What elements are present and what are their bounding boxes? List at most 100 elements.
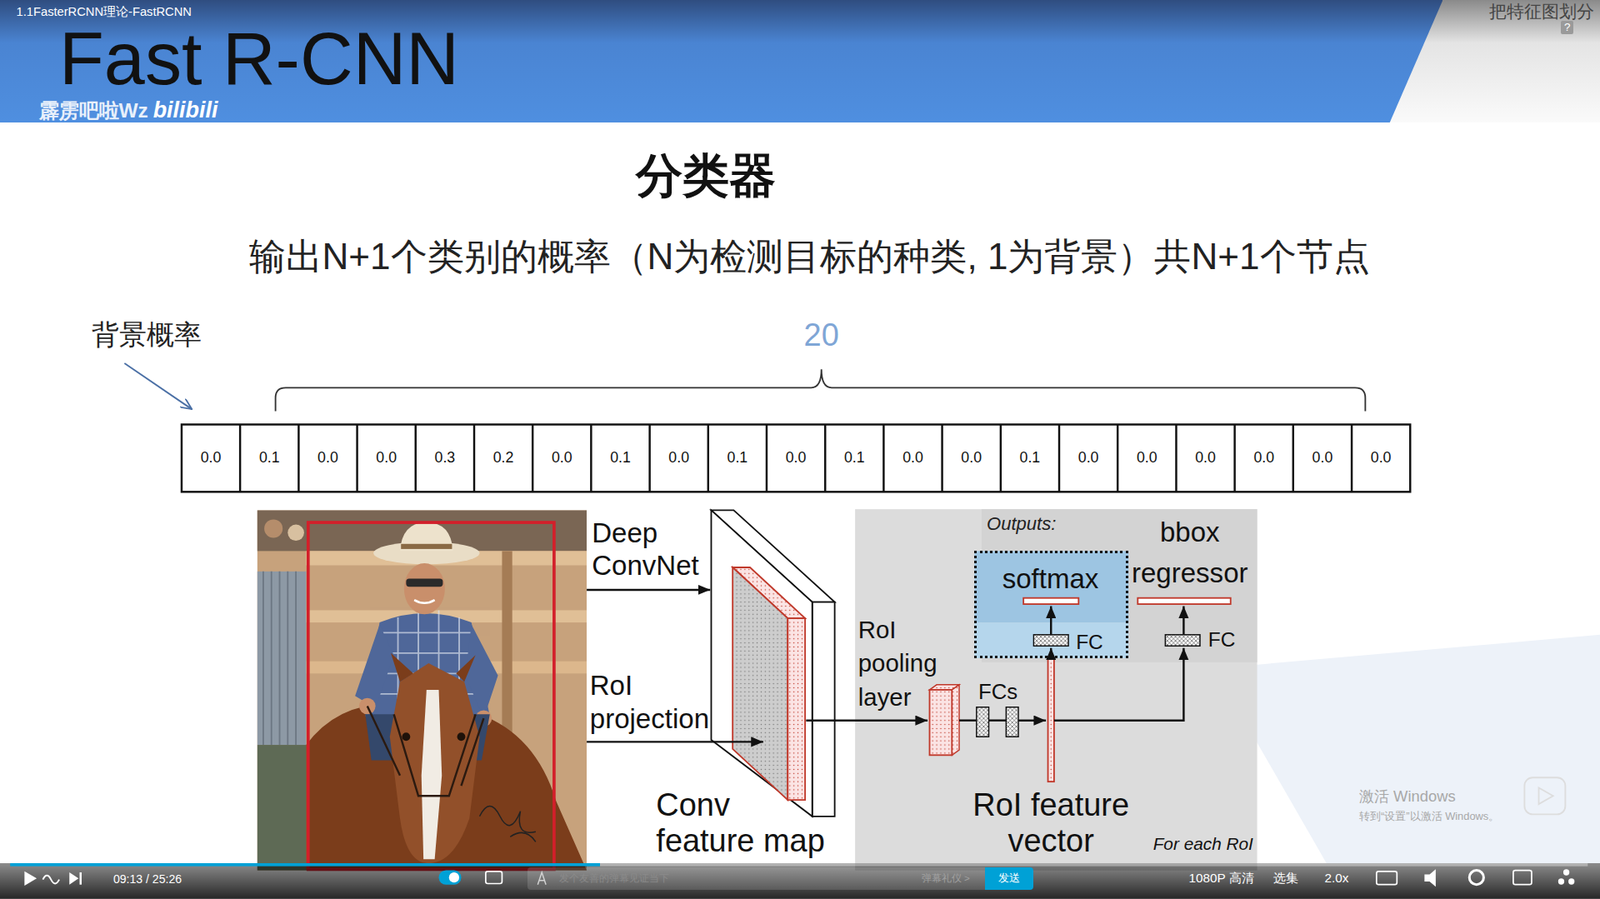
table-cell-value: 0.3: [435, 449, 456, 467]
flow-arrow: [1182, 605, 1185, 635]
output-box: softmaxFC: [974, 550, 1129, 659]
drawing-part: [263, 571, 296, 745]
flow-arrow: [1018, 719, 1046, 721]
table-cell-value: 0.0: [551, 449, 573, 467]
node-text: RoI feature vector: [967, 787, 1135, 859]
drawing-part: [390, 653, 414, 682]
more-icon: [1563, 869, 1570, 875]
more-icon: [1558, 878, 1565, 885]
node-text: 发个友善的弹幕见证当下: [559, 872, 670, 885]
table-cell-value: 0.0: [1195, 449, 1216, 467]
drawing-part: [400, 522, 454, 551]
photo-illustration: [257, 510, 588, 870]
text-label: 1.1FasterRCNN理论-FastRCNN: [16, 5, 192, 20]
pool-side: [951, 685, 960, 756]
text-label: Conv feature map: [655, 787, 831, 859]
next-icon: [69, 872, 79, 885]
node-text: 09:13 / 25:26: [113, 872, 182, 887]
flow-arrow: [1054, 648, 1185, 721]
player-bar-ground: [0, 863, 1600, 899]
leader-arrow: [124, 363, 192, 410]
text-label: Deep ConvNet: [591, 516, 716, 583]
drawing-part: [400, 544, 452, 550]
slide-heading: 分类器: [635, 147, 776, 205]
node-text: Outputs:: [986, 513, 1056, 535]
node-text: bbox regressor: [1127, 512, 1252, 595]
table-cell-value: 0.0: [200, 449, 222, 467]
next-icon: [80, 872, 82, 885]
progress-played: [10, 863, 600, 867]
table-cell-value: 0.1: [727, 449, 749, 467]
volume-icon: [1424, 869, 1435, 887]
feature-map-side: [812, 602, 835, 817]
node-text: FC: [1075, 630, 1104, 655]
flow-arrow: [805, 719, 928, 721]
flow-arrow: [586, 589, 710, 591]
background-decor: [1214, 635, 1600, 864]
node-text: 发送: [998, 871, 1020, 885]
table-cell-value: 0.0: [902, 449, 924, 467]
settings-icon: [485, 871, 503, 885]
text-label: 把特征图划分: [1489, 1, 1595, 22]
table-cell-value: 0.1: [259, 449, 280, 467]
table-cell-value: 0.0: [1136, 449, 1158, 467]
node-text: FC: [1208, 627, 1236, 652]
node-text: 选集: [1273, 870, 1299, 886]
table-cell-value: 0.0: [1078, 449, 1100, 467]
comment-input: 发个友善的弹幕见证当下 弹幕礼仪 >: [527, 867, 985, 890]
fc-block: [1005, 707, 1019, 738]
roi-region-side: [787, 618, 805, 800]
drawing-part: [457, 732, 466, 741]
drawing-part: [257, 510, 588, 870]
fc-block: [1033, 635, 1069, 646]
node-text: Fast R-CNN: [59, 22, 460, 96]
drawing-part: [414, 600, 435, 604]
drawing-part: [401, 732, 410, 741]
send-button: 发送: [985, 867, 1035, 890]
table-cell-value: 0.0: [1253, 449, 1275, 467]
wire: [959, 719, 977, 721]
drawing-part: [355, 625, 395, 709]
fc-block: [1165, 635, 1200, 646]
toggle-icon: [449, 872, 460, 883]
node-text: 2.0x: [1324, 870, 1349, 886]
drawing-part: [367, 706, 485, 797]
table-cell-value: 0.0: [1370, 449, 1392, 467]
output-bar: [1137, 598, 1230, 605]
drawing-part: [287, 525, 305, 542]
wire: [989, 719, 1007, 721]
player-bar: 09:13 / 25:26 1080P 高清 选集 2.0x 发个友善的弹幕见证当下 弹幕…: [0, 863, 1600, 899]
text-label: bilibili: [153, 96, 219, 124]
text-label: 背景概率: [91, 318, 202, 352]
gear-icon: [1469, 870, 1484, 885]
drawing-part: [480, 806, 536, 843]
output-bar: [1023, 598, 1079, 605]
ghost-icon: [1539, 788, 1554, 805]
table-cell-value: 0.1: [610, 449, 631, 467]
progress-rest: [600, 863, 1588, 867]
drawing-part: [257, 510, 588, 551]
play-icon: [24, 871, 37, 886]
feature-vector-bar: [1048, 658, 1055, 782]
text-label: 霹雳吧啦Wz: [39, 98, 149, 123]
node-text: softmax: [1002, 562, 1100, 596]
table-dividers: [240, 424, 1352, 492]
text-label: RoI projection: [590, 669, 717, 735]
drawing-part: [405, 578, 443, 587]
text-label: 转到“设置”以激活 Windows。: [1359, 810, 1500, 823]
table-cell-value: 0.0: [317, 449, 339, 467]
text-label: 输出N+1个类别的概率（N为检测目标的种类, 1为背景）共N+1个节点: [249, 235, 1370, 280]
more-icon: [1568, 878, 1575, 885]
flow-arrow: [1050, 605, 1052, 635]
text-label: 20: [804, 316, 840, 355]
table-cell-value: 0.0: [1312, 449, 1334, 467]
node-text: 1080P 高清: [1189, 870, 1255, 886]
drawing-part: [455, 655, 475, 682]
node-text: 弹幕礼仪 >: [921, 872, 970, 885]
table-cell-value: 0.0: [668, 449, 690, 467]
drawing-part: [257, 571, 307, 745]
drawing-part: [257, 745, 307, 871]
network-panel: [855, 509, 1257, 871]
